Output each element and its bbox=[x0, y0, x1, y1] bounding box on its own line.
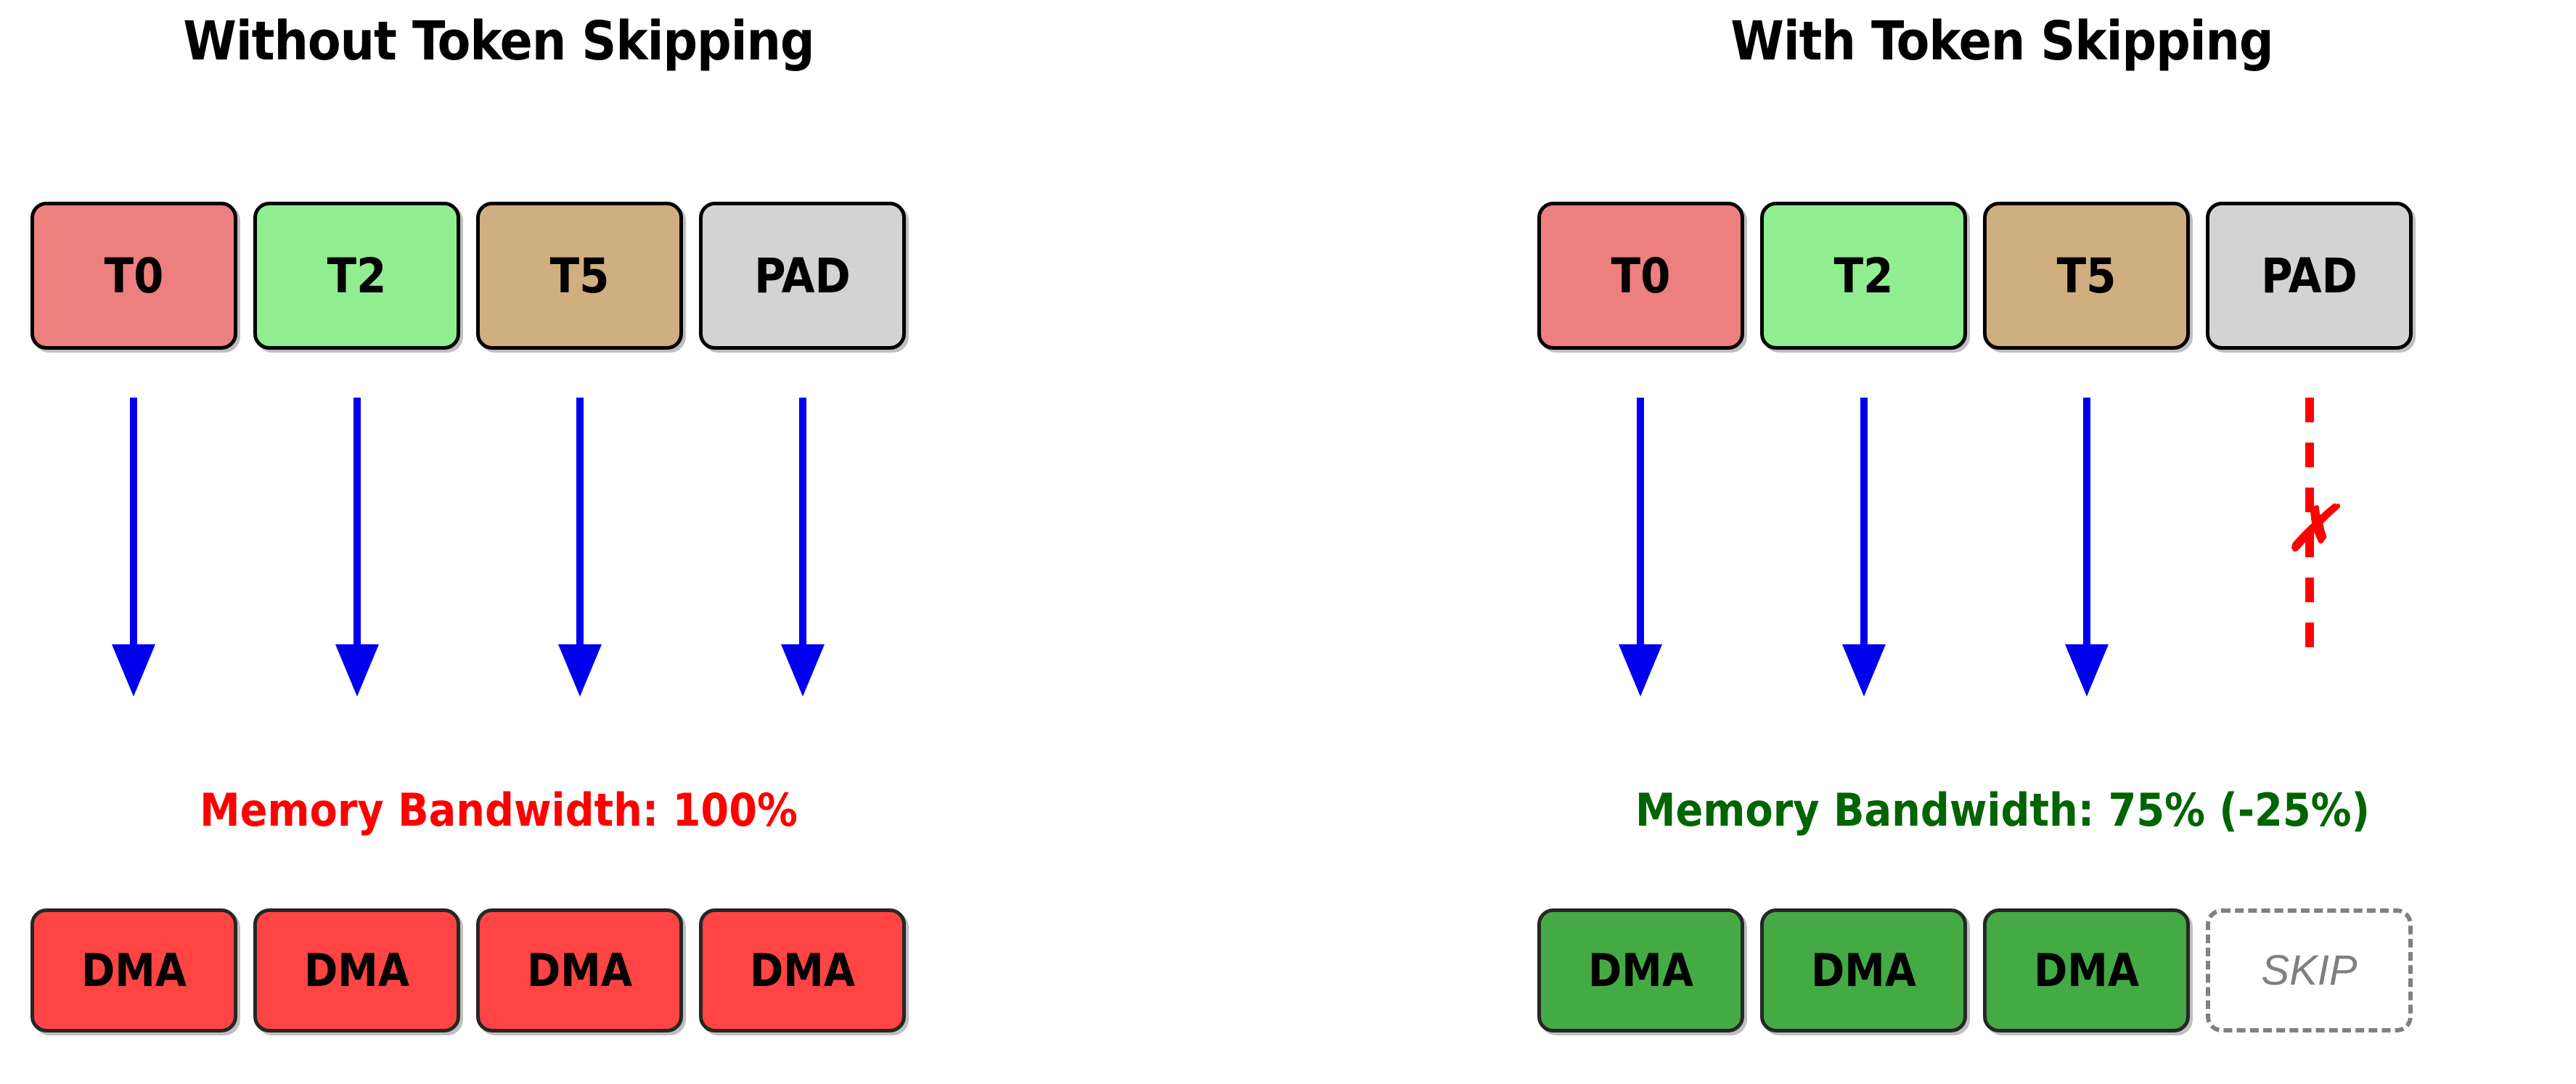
dma-slot[interactable]: DMA bbox=[1760, 908, 1967, 1032]
right-dma-row: DMA DMA DMA SKIP bbox=[1537, 908, 2413, 1032]
left-arrow-band bbox=[0, 392, 1016, 704]
arrow-head bbox=[558, 644, 602, 697]
token-box-pad[interactable]: PAD bbox=[699, 202, 906, 350]
arrow-shaft bbox=[1637, 398, 1644, 648]
right-token-row: T0 T2 T5 PAD bbox=[1537, 202, 2413, 350]
arrow-head bbox=[1842, 644, 1886, 697]
token-label: T5 bbox=[549, 247, 610, 304]
dma-slot-label: DMA bbox=[1810, 944, 1916, 997]
dma-slot[interactable]: DMA bbox=[1537, 908, 1744, 1032]
token-label: T5 bbox=[2056, 247, 2117, 304]
dma-slot-label: DMA bbox=[749, 944, 855, 997]
arrow-shaft bbox=[353, 398, 361, 648]
right-bandwidth-label: Memory Bandwidth: 75% (-25%) bbox=[1635, 784, 2371, 837]
right-panel-title: With Token Skipping bbox=[1730, 10, 2273, 73]
left-bandwidth-label: Memory Bandwidth: 100% bbox=[200, 784, 798, 837]
arrow-head bbox=[1619, 644, 1662, 697]
token-box[interactable]: T0 bbox=[1537, 202, 1744, 350]
token-label: PAD bbox=[754, 247, 851, 304]
arrow-shaft bbox=[799, 398, 806, 648]
arrow-shaft bbox=[1860, 398, 1868, 648]
cross-mark-icon: ✗ bbox=[2284, 494, 2337, 564]
token-box[interactable]: T0 bbox=[30, 202, 237, 350]
dma-slot[interactable]: DMA bbox=[1983, 908, 2190, 1032]
dma-slot-label: SKIP bbox=[2261, 947, 2358, 994]
arrow-shaft bbox=[2083, 398, 2090, 648]
dma-slot-label: DMA bbox=[303, 944, 409, 997]
dma-slot-skipped[interactable]: SKIP bbox=[2206, 908, 2413, 1032]
left-token-row: T0 T2 T5 PAD bbox=[30, 202, 906, 350]
token-label: PAD bbox=[2261, 247, 2358, 304]
arrow-head bbox=[335, 644, 379, 697]
token-label: T2 bbox=[327, 247, 387, 304]
token-box-pad[interactable]: PAD bbox=[2206, 202, 2413, 350]
arrow-shaft bbox=[576, 398, 584, 648]
arrow-head bbox=[781, 644, 825, 697]
dma-slot-label: DMA bbox=[2033, 944, 2139, 997]
panel-without-token-skipping: Without Token Skipping T0 T2 T5 PAD bbox=[0, 0, 1089, 1084]
token-box[interactable]: T2 bbox=[1760, 202, 1967, 350]
dma-slot[interactable]: DMA bbox=[253, 908, 460, 1032]
dma-slot[interactable]: DMA bbox=[30, 908, 237, 1032]
dma-slot[interactable]: DMA bbox=[476, 908, 683, 1032]
arrow-head bbox=[2065, 644, 2109, 697]
right-arrow-band: ✗ bbox=[1487, 392, 2503, 704]
left-dma-row: DMA DMA DMA DMA bbox=[30, 908, 906, 1032]
dma-slot-label: DMA bbox=[1587, 944, 1693, 997]
panel-with-token-skipping: With Token Skipping T0 T2 T5 PAD ✗ bbox=[1487, 0, 2576, 1084]
dma-slot-label: DMA bbox=[526, 944, 632, 997]
arrow-shaft bbox=[130, 398, 137, 648]
token-box[interactable]: T5 bbox=[1983, 202, 2190, 350]
arrow-head bbox=[112, 644, 155, 697]
left-panel-title: Without Token Skipping bbox=[183, 10, 814, 73]
dashed-line-icon bbox=[2305, 398, 2314, 647]
token-box[interactable]: T5 bbox=[476, 202, 683, 350]
token-label: T0 bbox=[1611, 247, 1671, 304]
token-label: T0 bbox=[104, 247, 164, 304]
dma-slot-label: DMA bbox=[81, 944, 187, 997]
token-label: T2 bbox=[1833, 247, 1894, 304]
token-box[interactable]: T2 bbox=[253, 202, 460, 350]
dma-slot[interactable]: DMA bbox=[699, 908, 906, 1032]
